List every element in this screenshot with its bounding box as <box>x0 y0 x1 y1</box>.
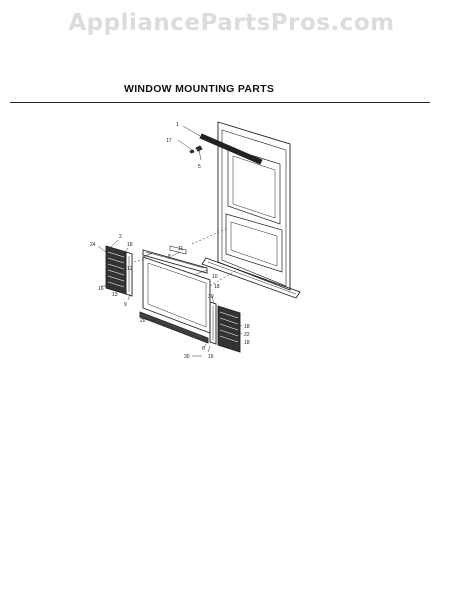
left-side-panel <box>105 245 133 297</box>
bottom-rail <box>139 311 209 344</box>
screws <box>189 145 203 161</box>
callout-10: 10 <box>212 274 218 280</box>
callout-16-right: 16 <box>208 354 214 360</box>
top-seal-strip <box>182 125 263 165</box>
leader-lines <box>97 139 243 357</box>
site-watermark: AppliancePartsPros.com <box>68 10 395 36</box>
callout-1: 1 <box>176 122 179 128</box>
window-frame <box>201 121 301 299</box>
callout-labels: 1 17 5 11 8 2 24 10 18 12 16 13 9 20 18 … <box>90 122 250 360</box>
callout-2: 2 <box>119 234 122 240</box>
top-rail <box>142 245 208 274</box>
callout-24: 24 <box>90 242 96 248</box>
callout-16-left: 16 <box>98 286 104 292</box>
callout-11: 11 <box>178 246 183 252</box>
callout-22: 22 <box>244 332 250 338</box>
title-rule <box>10 102 430 103</box>
callout-17: 17 <box>166 138 172 144</box>
callout-20: 20 <box>140 318 146 324</box>
callout-5: 5 <box>198 164 201 170</box>
callout-12: 12 <box>127 266 133 272</box>
callout-18-bottom: 18 <box>244 340 250 346</box>
callout-18-top: 18 <box>214 284 220 290</box>
callout-8: 8 <box>168 254 171 260</box>
callout-6: 6 <box>202 346 205 352</box>
callout-13: 13 <box>112 292 118 298</box>
callout-18-right: 18 <box>244 324 250 330</box>
right-side-panel <box>209 301 241 353</box>
callout-9: 9 <box>124 302 127 308</box>
callout-30-bottom: 30 <box>184 354 190 360</box>
callout-30: 30 <box>208 294 214 300</box>
callout-18-left: 18 <box>127 242 133 248</box>
diagram-title: WINDOW MOUNTING PARTS <box>124 83 275 95</box>
